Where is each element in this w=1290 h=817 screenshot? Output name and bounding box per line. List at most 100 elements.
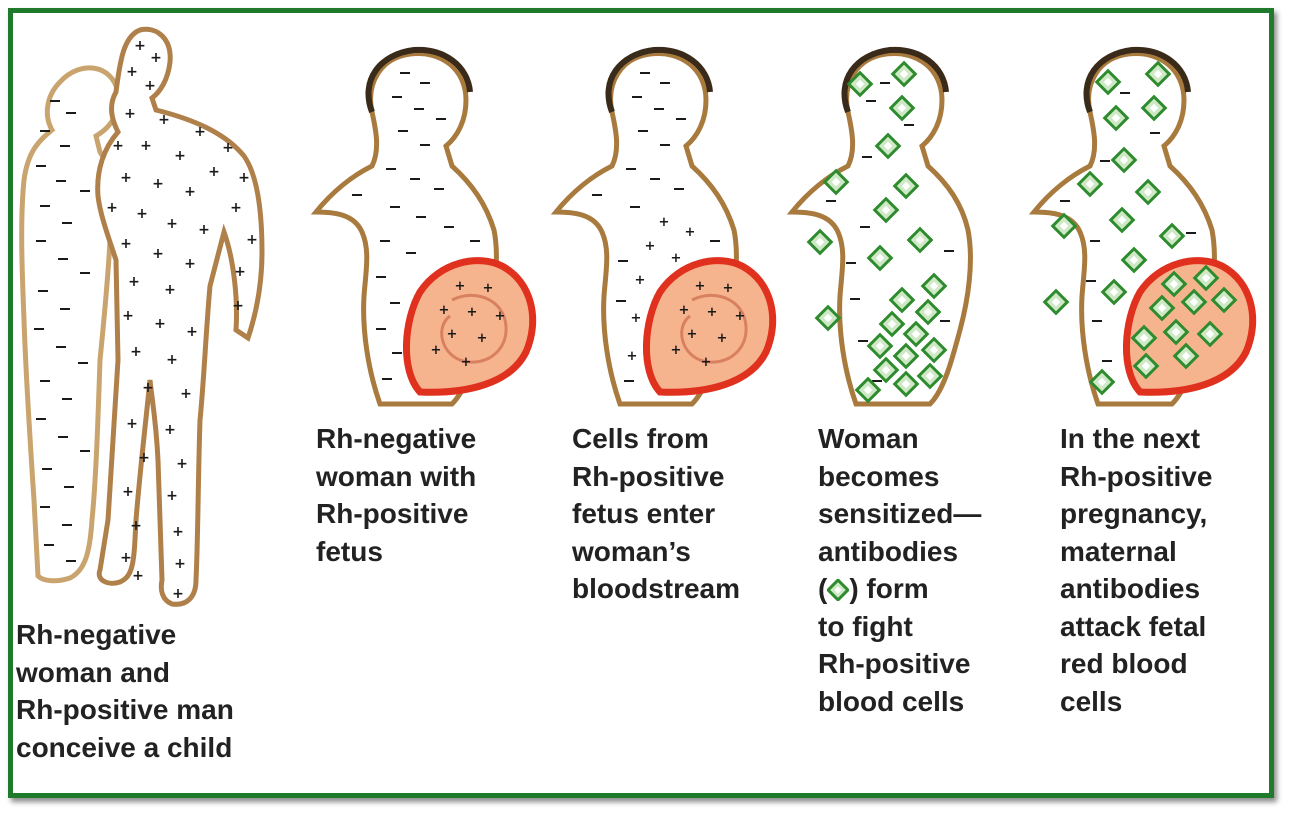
rh-negative-marks — [826, 82, 954, 382]
hair-outline — [605, 46, 713, 114]
svg-text:+: + — [483, 281, 494, 296]
svg-text:+: + — [477, 331, 488, 346]
svg-text:+: + — [166, 216, 178, 232]
svg-text:+: + — [134, 38, 146, 54]
svg-text:+: + — [717, 331, 728, 346]
svg-text:+: + — [120, 170, 132, 186]
svg-text:+: + — [120, 550, 132, 566]
svg-text:+: + — [198, 222, 210, 238]
svg-text:+: + — [431, 343, 442, 358]
svg-text:+: + — [186, 324, 198, 340]
svg-text:+: + — [495, 309, 506, 324]
svg-text:+: + — [627, 349, 638, 364]
svg-text:+: + — [154, 316, 166, 332]
uterus-outline — [642, 257, 777, 396]
svg-text:+: + — [132, 568, 144, 584]
svg-text:+: + — [172, 586, 184, 602]
caption-next-pregnancy: In the next Rh-positive pregnancy, mater… — [1060, 423, 1213, 717]
hair-outline — [841, 46, 949, 114]
svg-text:+: + — [124, 106, 136, 122]
svg-text:+: + — [723, 281, 734, 296]
svg-text:+: + — [144, 78, 156, 94]
svg-text:+: + — [194, 124, 206, 140]
svg-text:+: + — [687, 327, 698, 342]
svg-text:+: + — [126, 64, 138, 80]
svg-text:+: + — [246, 232, 258, 248]
svg-text:+: + — [176, 456, 188, 472]
svg-text:+: + — [671, 343, 682, 358]
rh-negative-marks — [1060, 92, 1196, 362]
svg-text:+: + — [695, 279, 706, 294]
svg-text:+: + — [671, 251, 682, 266]
svg-text:+: + — [467, 305, 478, 320]
uterus: +++ +++ +++ — [642, 257, 777, 396]
svg-text:+: + — [174, 148, 186, 164]
svg-text:+: + — [172, 524, 184, 540]
svg-text:+: + — [635, 273, 646, 288]
caption-sensitized: Woman becomes sensitized— antibodies () … — [818, 423, 982, 717]
hair-outline — [365, 46, 473, 114]
svg-text:+: + — [120, 236, 132, 252]
svg-text:+: + — [222, 140, 234, 156]
svg-text:+: + — [142, 380, 154, 396]
svg-text:+: + — [112, 138, 124, 154]
svg-text:+: + — [128, 274, 140, 290]
svg-text:+: + — [140, 138, 152, 154]
svg-text:+: + — [106, 200, 118, 216]
svg-text:+: + — [461, 355, 472, 370]
svg-text:+: + — [122, 308, 134, 324]
pregnant-woman-figure-3: +++ +++ +++ +++ +++ +++ — [550, 46, 777, 407]
svg-text:+: + — [234, 264, 246, 280]
svg-text:+: + — [679, 303, 690, 318]
svg-text:+: + — [645, 239, 656, 254]
svg-text:+: + — [126, 416, 138, 432]
svg-text:+: + — [138, 450, 150, 466]
svg-text:+: + — [439, 303, 450, 318]
svg-text:+: + — [130, 344, 142, 360]
man-silhouette-outline — [95, 26, 265, 607]
svg-text:+: + — [230, 200, 242, 216]
svg-text:+: + — [130, 518, 142, 534]
svg-text:+: + — [174, 556, 186, 572]
hair-outline — [1083, 46, 1191, 114]
fetus-curl — [440, 293, 508, 364]
svg-text:+: + — [122, 484, 134, 500]
woman-rh-negative-marks — [34, 100, 90, 562]
svg-text:+: + — [150, 50, 162, 66]
svg-text:+: + — [180, 386, 192, 402]
svg-text:+: + — [208, 164, 220, 180]
couple-figure: +++ +++ +++ +++ +++ +++ +++ +++ +++ +++ … — [19, 26, 265, 607]
rh-negative-marks — [352, 72, 480, 380]
svg-text:+: + — [232, 298, 244, 314]
man-rh-positive-marks: +++ +++ +++ +++ +++ +++ +++ +++ +++ +++ … — [106, 38, 258, 602]
woman-silhouette-outline — [19, 65, 122, 584]
fetus-curl — [680, 293, 748, 364]
caption-conception: Rh-negative woman and Rh-positive man co… — [16, 619, 234, 763]
svg-text:+: + — [166, 352, 178, 368]
svg-text:+: + — [136, 206, 148, 222]
rh-negative-marks — [592, 72, 720, 382]
fetal-rh-positive-marks: +++ +++ +++ — [671, 279, 746, 370]
uterus-outline — [402, 257, 537, 396]
svg-text:+: + — [184, 184, 196, 200]
svg-text:+: + — [735, 309, 746, 324]
uterus: +++ +++ +++ — [402, 257, 537, 396]
svg-text:+: + — [152, 246, 164, 262]
svg-text:+: + — [238, 170, 250, 186]
svg-text:+: + — [164, 422, 176, 438]
svg-text:+: + — [166, 488, 178, 504]
antibody-legend-icon — [827, 579, 850, 601]
pregnant-woman-figure-2: +++ +++ +++ — [310, 46, 537, 407]
svg-text:+: + — [184, 256, 196, 272]
caption-pregnancy: Rh-negative woman with Rh-positive fetus — [316, 423, 477, 567]
svg-text:+: + — [701, 355, 712, 370]
caption-cells-enter: Cells from Rh-positive fetus enter woman… — [572, 423, 741, 604]
svg-text:+: + — [707, 305, 718, 320]
svg-text:+: + — [447, 327, 458, 342]
uterus — [1122, 257, 1257, 396]
svg-text:+: + — [659, 215, 670, 230]
svg-text:+: + — [455, 279, 466, 294]
sensitized-woman-figure-4 — [786, 46, 973, 407]
svg-text:+: + — [158, 112, 170, 128]
